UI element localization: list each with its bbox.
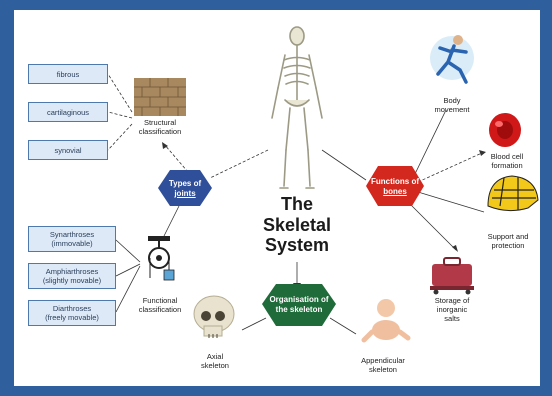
support-line2: protection	[491, 241, 525, 250]
box-synarthroses: Synarthroses (immovable)	[28, 226, 116, 252]
structural-classification-label: Structural classification	[128, 118, 192, 136]
body-movement-label: Body movement	[424, 96, 480, 114]
organisation-hex	[262, 284, 336, 326]
appendicular-skeleton-label: Appendicular skeleton	[352, 356, 414, 374]
title-line2: Skeletal	[262, 214, 332, 235]
blood-cell-line1: Blood cell	[490, 152, 524, 161]
diagram-title: The Skeletal System	[246, 194, 348, 256]
axial-line2: skeleton	[201, 361, 229, 370]
axial-skeleton-label: Axial skeleton	[190, 352, 240, 370]
functions-line1: Functions of	[371, 177, 419, 186]
title-line3: System	[264, 235, 330, 256]
box-amphiarthroses: Amphiarthroses (slightly movable)	[28, 263, 116, 289]
synarthroses-line1: Synarthroses	[49, 230, 95, 239]
skull-icon	[193, 295, 235, 338]
storage-line3: salts	[444, 314, 460, 323]
diarthroses-line2: (freely movable)	[45, 313, 99, 322]
axial-line1: Axial	[206, 352, 224, 361]
box-diarthroses: Diarthroses (freely movable)	[28, 300, 116, 326]
structural-line1: Structural	[143, 118, 177, 127]
storage-label: Storage of inorganic salts	[424, 296, 480, 323]
skeleton-figure	[271, 26, 323, 189]
pulley-icon	[148, 236, 175, 281]
structural-line2: classification	[138, 127, 182, 136]
functions-line2: bones	[383, 186, 407, 196]
support-line1: Support and	[487, 232, 529, 241]
box-synovial: synovial	[28, 140, 108, 160]
blood-cell-line2: formation	[491, 161, 523, 170]
functions-of-bones-label: Functions of bones	[366, 177, 424, 196]
box-fibrous: fibrous	[28, 64, 108, 84]
body-movement-line2: movement	[434, 105, 470, 114]
box-synovial-label: synovial	[54, 145, 82, 155]
helmet-icon	[487, 175, 539, 212]
functions-of-bones-hex	[366, 166, 424, 206]
connector-lines	[107, 73, 485, 335]
suitcase-icon	[430, 257, 474, 295]
types-of-joints-hex	[158, 170, 212, 206]
organisation-line1: Organisation of	[269, 295, 329, 304]
brick-wall-icon	[134, 78, 186, 116]
amphiarthroses-line2: (slightly movable)	[42, 276, 102, 285]
title-line1: The	[280, 194, 313, 214]
functional-line2: classification	[138, 305, 182, 314]
runner-icon	[430, 35, 474, 84]
appendicular-line1: Appendicular	[361, 356, 405, 365]
baby-icon	[361, 299, 411, 343]
types-of-joints-label: Types of joints	[160, 179, 210, 198]
organisation-line2: the skeleton	[275, 304, 323, 314]
diarthroses-line1: Diarthroses	[52, 304, 92, 313]
box-cartilaginous: cartilaginous	[28, 102, 108, 122]
box-cartilaginous-label: cartilaginous	[46, 107, 90, 117]
appendicular-line2: skeleton	[369, 365, 397, 374]
types-line1: Types of	[168, 179, 202, 188]
functional-classification-label: Functional classification	[128, 296, 192, 314]
types-line2: joints	[174, 188, 196, 198]
synarthroses-line2: (immovable)	[51, 239, 93, 248]
storage-line1: Storage of	[434, 296, 470, 305]
body-movement-line1: Body	[443, 96, 461, 105]
functional-line1: Functional	[142, 296, 178, 305]
organisation-label: Organisation of the skeleton	[262, 295, 336, 314]
support-protection-label: Support and protection	[480, 232, 536, 250]
amphiarthroses-line1: Amphiarthroses	[45, 267, 99, 276]
storage-line2: inorganic	[436, 305, 468, 314]
box-fibrous-label: fibrous	[56, 69, 80, 79]
blood-cell-label: Blood cell formation	[480, 152, 534, 170]
blood-cell-icon	[489, 113, 521, 147]
